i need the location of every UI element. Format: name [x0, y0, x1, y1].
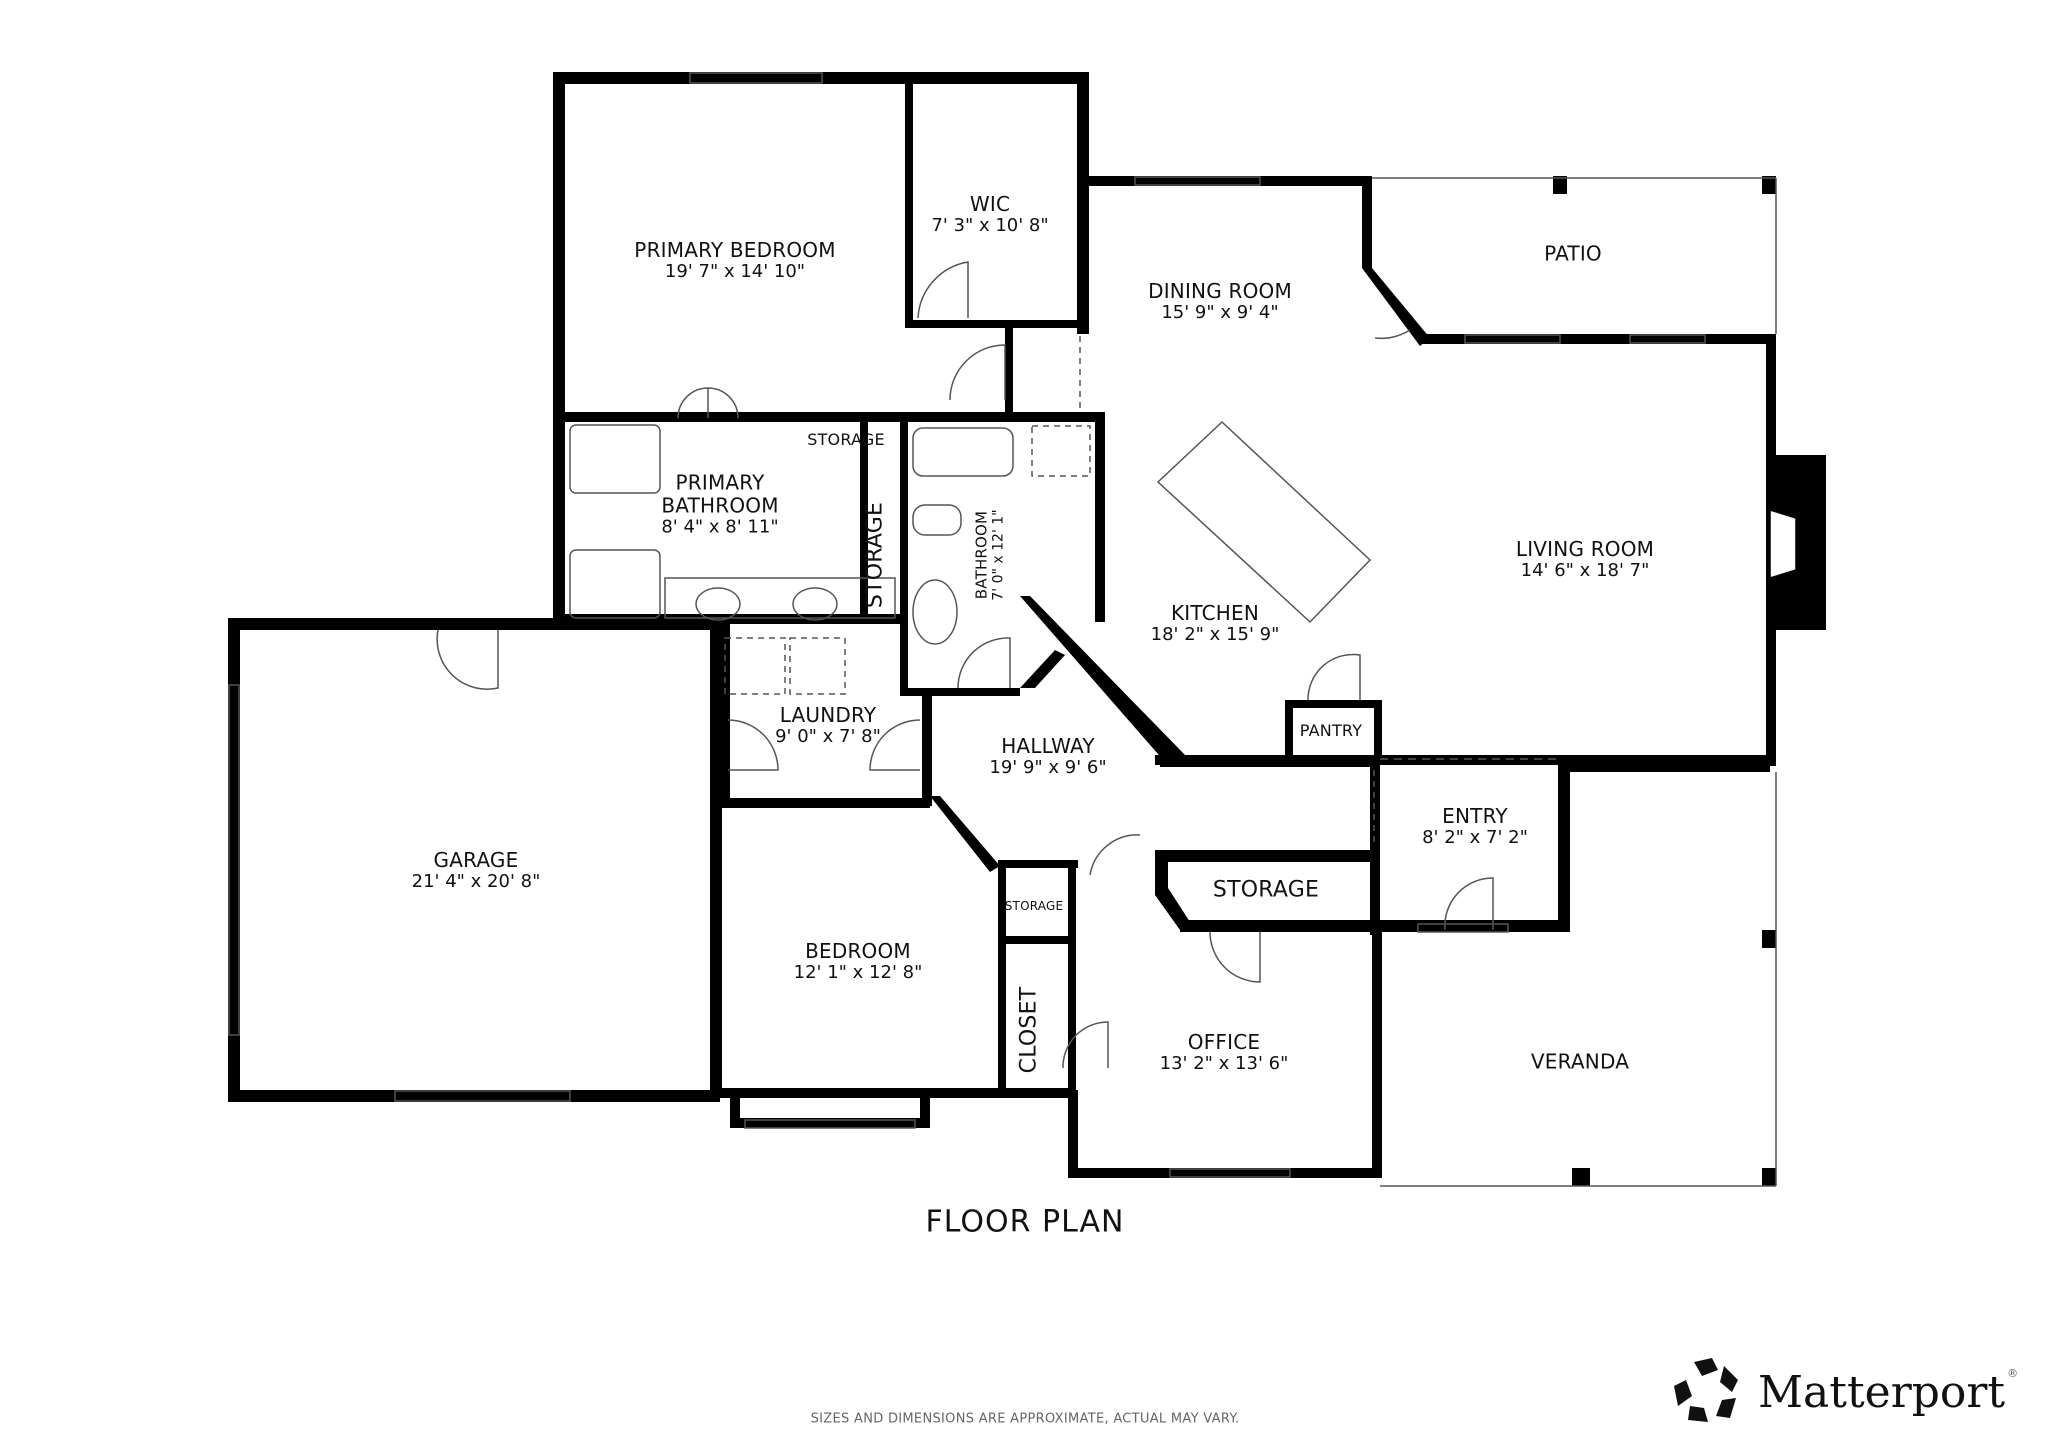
room-dimensions: 21' 4" x 20' 8"	[411, 871, 541, 893]
room-dimensions: 7' 0" x 12' 1"	[990, 509, 1007, 601]
room-kitchen: KITCHEN 18' 2" x 15' 9"	[1151, 602, 1280, 646]
room-storage-primary-bath: STORAGE	[807, 429, 885, 449]
room-pantry: PANTRY	[1299, 720, 1363, 740]
room-name: STORAGE	[1004, 899, 1064, 914]
thin-lines	[228, 72, 1797, 1187]
room-name: HALLWAY	[1001, 734, 1095, 759]
room-living-room: LIVING ROOM 14' 6" x 18' 7"	[1516, 538, 1654, 582]
room-dimensions: 8' 2" x 7' 2"	[1422, 827, 1528, 849]
room-name-line2: BATHROOM	[661, 493, 779, 518]
room-name: BATHROOM	[972, 510, 991, 600]
room-name: ENTRY	[1442, 804, 1508, 829]
room-dining-room: DINING ROOM 15' 9" x 9' 4"	[1148, 280, 1292, 324]
room-office: OFFICE 13' 2" x 13' 6"	[1160, 1031, 1289, 1075]
room-name: OFFICE	[1187, 1030, 1261, 1055]
room-name: STORAGE	[1212, 877, 1320, 903]
room-dimensions: 19' 9" x 9' 6"	[989, 757, 1107, 779]
room-name: PATIO	[1544, 241, 1602, 266]
room-storage-small: STORAGE	[1004, 899, 1064, 914]
room-closet: CLOSET	[1016, 987, 1041, 1074]
room-name: GARAGE	[433, 848, 519, 873]
room-dimensions: 15' 9" x 9' 4"	[1161, 302, 1279, 324]
room-hallway: HALLWAY 19' 9" x 9' 6"	[989, 735, 1106, 779]
room-entry: ENTRY 8' 2" x 7' 2"	[1422, 805, 1528, 849]
room-dimensions: 14' 6" x 18' 7"	[1520, 560, 1650, 582]
room-dimensions: 18' 2" x 15' 9"	[1150, 624, 1280, 646]
room-dimensions: 7' 3" x 10' 8"	[931, 215, 1049, 237]
room-name: BEDROOM	[805, 939, 911, 964]
room-name-line1: PRIMARY	[675, 470, 765, 495]
room-primary-bathroom: PRIMARY BATHROOM 8' 4" x 8' 11"	[661, 470, 779, 539]
room-veranda: VERANDA	[1530, 1049, 1630, 1074]
room-name: PRIMARY BEDROOM	[634, 238, 836, 263]
room-name: WIC	[969, 192, 1011, 217]
room-dimensions: 19' 7" x 14' 10"	[664, 261, 806, 283]
disclaimer-text: SIZES AND DIMENSIONS ARE APPROXIMATE, AC…	[810, 1411, 1240, 1427]
room-name: LAUNDRY	[779, 703, 877, 728]
room-primary-bedroom: PRIMARY BEDROOM 19' 7" x 14' 10"	[634, 239, 835, 283]
room-name: STORAGE	[807, 429, 885, 449]
room-name: CLOSET	[1016, 986, 1042, 1074]
matterport-logo-icon	[1674, 1358, 1738, 1422]
walls	[228, 72, 1826, 1186]
room-storage-hall: STORAGE	[1213, 877, 1319, 902]
room-name: VERANDA	[1530, 1049, 1630, 1074]
room-garage: GARAGE 21' 4" x 20' 8"	[412, 849, 541, 893]
room-dimensions: 8' 4" x 8' 11"	[661, 516, 779, 538]
room-name: STORAGE	[862, 501, 888, 609]
room-name: PANTRY	[1299, 720, 1363, 740]
matterport-brand: Matterport®	[1672, 1356, 2018, 1428]
room-laundry: LAUNDRY 9' 0" x 7' 8"	[775, 704, 881, 748]
room-wic: WIC 7' 3" x 10' 8"	[931, 193, 1048, 237]
room-name: KITCHEN	[1170, 601, 1260, 626]
room-patio: PATIO	[1544, 241, 1602, 266]
room-dimensions: 13' 2" x 13' 6"	[1159, 1053, 1289, 1075]
room-dimensions: 12' 1" x 12' 8"	[793, 962, 923, 984]
room-bathroom: BATHROOM 7' 0" x 12' 1"	[972, 509, 1007, 601]
room-bedroom: BEDROOM 12' 1" x 12' 8"	[794, 940, 923, 984]
room-dimensions: 9' 0" x 7' 8"	[775, 726, 881, 748]
brand-name: Matterport	[1758, 1366, 2006, 1418]
room-name: LIVING ROOM	[1515, 537, 1655, 562]
plan-title: FLOOR PLAN	[925, 1204, 1125, 1240]
registered-mark: ®	[2007, 1366, 2019, 1380]
room-name: DINING ROOM	[1148, 279, 1292, 304]
room-storage-vertical: STORAGE	[862, 502, 887, 608]
